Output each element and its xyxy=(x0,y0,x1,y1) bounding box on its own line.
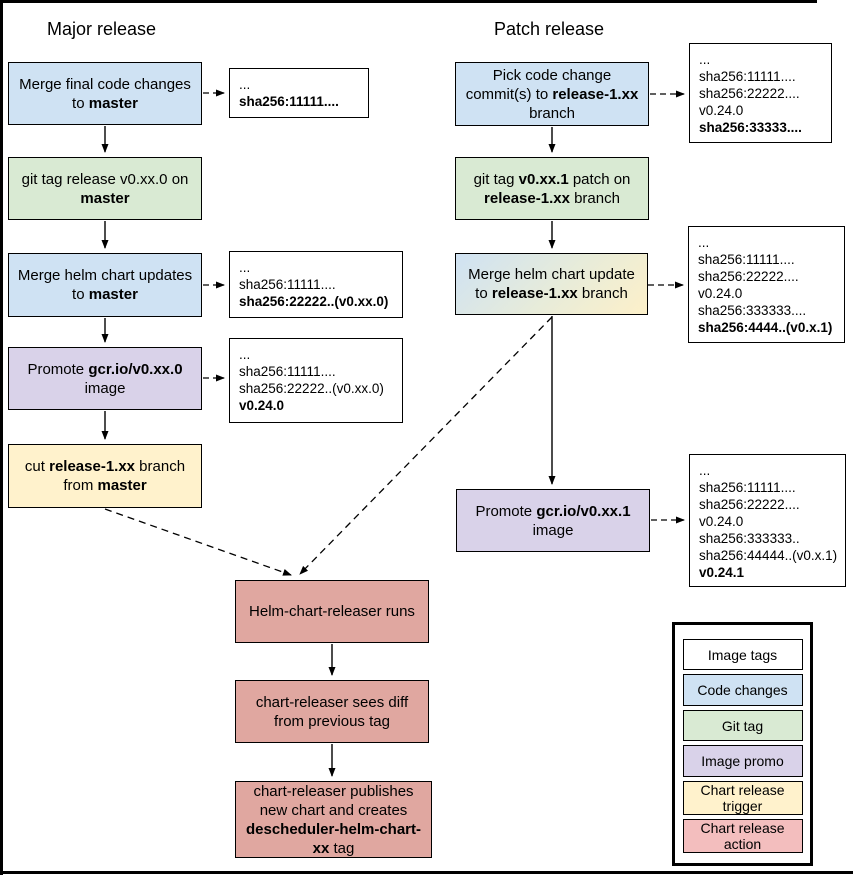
patch-release-title: Patch release xyxy=(494,19,605,39)
image-tags-annotation-patch-3: ...sha256:11111....sha256:22222....v0.24… xyxy=(689,454,846,587)
legend-item-image-promo: Image promo xyxy=(682,745,803,777)
step-git-tag-patch-label: git tag v0.xx.1 patch on release-1.xx br… xyxy=(473,170,631,207)
step-chart-releaser-diff: chart-releaser sees diff from previous t… xyxy=(235,680,429,743)
step-chart-releaser-publish-label: chart-releaser publishes new chart and c… xyxy=(245,782,422,857)
step-merge-helm-updates: Merge helm chart updates to master xyxy=(8,253,202,317)
step-pick-commits: Pick code change commit(s) to release-1.… xyxy=(455,62,649,126)
step-git-tag-major-label: git tag release v0.xx.0 on master xyxy=(21,170,189,207)
legend-item-code-changes: Code changes xyxy=(682,674,803,706)
legend-item-image-tags: Image tags xyxy=(682,639,803,670)
step-chart-releaser-diff-label: chart-releaser sees diff from previous t… xyxy=(255,693,409,730)
legend-item-chart-release-trigger-label: Chart release trigger xyxy=(700,782,785,814)
step-promote-image-patch-label: Promote gcr.io/v0.xx.1 image xyxy=(475,502,631,539)
step-promote-image-major: Promote gcr.io/v0.xx.0 image xyxy=(8,347,202,410)
legend-item-git-tag-label: Git tag xyxy=(721,717,764,734)
step-pick-commits-label: Pick code change commit(s) to release-1.… xyxy=(465,66,639,122)
step-merge-final-code: Merge final code changes to master xyxy=(8,62,202,125)
frame-top xyxy=(0,0,817,3)
legend-item-chart-release-action: Chart release action xyxy=(682,819,803,853)
major-release-title: Major release xyxy=(47,19,157,39)
step-chart-releaser-publish: chart-releaser publishes new chart and c… xyxy=(235,781,432,858)
image-tags-annotation-patch-2: ...sha256:11111....sha256:22222....v0.24… xyxy=(688,226,845,343)
legend-item-code-changes-label: Code changes xyxy=(697,682,788,698)
step-merge-helm-updates-label: Merge helm chart updates to master xyxy=(17,267,193,303)
legend-item-image-promo-label: Image promo xyxy=(701,753,784,769)
step-merge-helm-update-patch: Merge helm chart update to release-1.xx … xyxy=(455,253,648,315)
step-git-tag-patch: git tag v0.xx.1 patch on release-1.xx br… xyxy=(455,157,649,220)
step-promote-image-major-label: Promote gcr.io/v0.xx.0 image xyxy=(27,360,183,397)
legend-item-chart-release-action-label: Chart release action xyxy=(700,820,785,852)
step-chart-releaser-runs-label: Helm-chart-releaser runs xyxy=(249,603,415,620)
image-tags-annotation-major-2: ...sha256:11111....sha256:22222..(v0.xx.… xyxy=(229,251,403,318)
image-tags-annotation-patch-1: ...sha256:11111....sha256:22222....v0.24… xyxy=(689,43,832,143)
image-tags-annotation-major-3: ...sha256:11111....sha256:22222..(v0.xx.… xyxy=(229,338,403,423)
step-merge-final-code-label: Merge final code changes to master xyxy=(19,75,191,112)
legend-item-image-tags-label: Image tags xyxy=(707,646,778,663)
legend-item-chart-release-trigger: Chart release trigger xyxy=(682,781,803,815)
frame-left xyxy=(0,0,3,875)
frame-bottom xyxy=(0,871,853,874)
step-chart-releaser-runs: Helm-chart-releaser runs xyxy=(235,580,429,643)
step-cut-release-branch-label: cut release-1.xx branch from master xyxy=(24,458,186,494)
step-promote-image-patch: Promote gcr.io/v0.xx.1 image xyxy=(456,489,650,552)
step-git-tag-major: git tag release v0.xx.0 on master xyxy=(8,157,202,220)
arrow-cut-branch-to-releaser xyxy=(104,508,292,576)
step-merge-helm-update-patch-label: Merge helm chart update to release-1.xx … xyxy=(468,266,635,302)
image-tags-annotation-major-1: ...sha256:11111.... xyxy=(229,68,369,118)
legend-item-git-tag: Git tag xyxy=(682,710,803,741)
step-cut-release-branch: cut release-1.xx branch from master xyxy=(8,444,202,508)
legend: Image tags Code changes Git tag Image pr… xyxy=(672,622,813,866)
